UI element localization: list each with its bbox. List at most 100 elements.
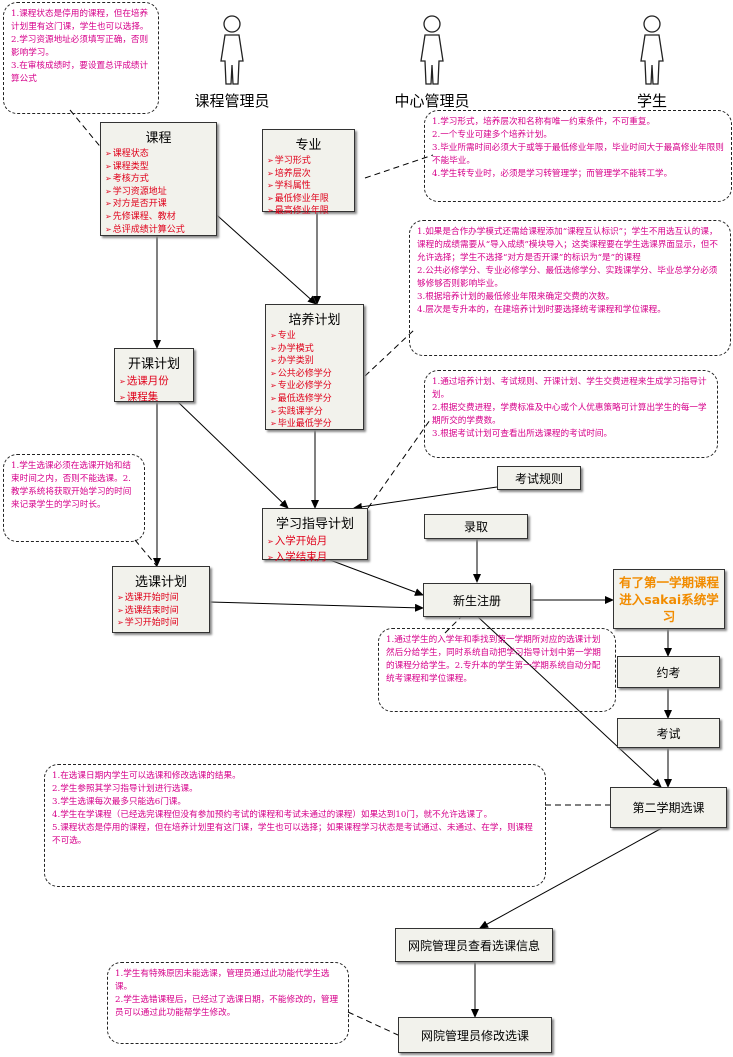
note-study-guide: 1.通过培养计划、考试规则、开课计划、学生交费进程来生成学习指导计划。 2.根据… (424, 370, 718, 458)
edge-second-view (479, 827, 663, 929)
field-item: 对方是否开课 (105, 198, 216, 211)
note-line: 4.学生转专业时，必须是学习转管理学；而管理学不能转工学。 (432, 169, 673, 179)
field-item: 课程状态 (105, 148, 216, 161)
actor-student: 学生 (604, 14, 700, 111)
book-exam-box: 约考 (617, 656, 720, 688)
note-line: 4.层次是专升本的，在建培养计划时要选择统考课程和学位课程。 (417, 305, 666, 315)
field-item: 考核方式 (105, 173, 216, 186)
edge-exam-guide (353, 486, 498, 511)
study-guide-entity: 学习指导计划 入学开始月 入学结束月 (262, 508, 368, 563)
field-list: 课程状态 课程类型 考核方式 学习资源地址 对方是否开课 先修课程、教材 总评成… (101, 148, 216, 236)
note-line: 2.根据交费进程，学费标准及中心或个人优惠策略可计算出学生的每一学期所交的学费数… (432, 403, 707, 426)
note-line: 3.学生选课每次最多只能选6门课。 (52, 797, 186, 807)
note-major: 1.学习形式，培养层次和名称有唯一约束条件，不可重复。 2.一个专业可建多个培养… (424, 110, 732, 202)
note-line: 1.学生有特殊原因未能选课，管理员通过此功能代学生选课。 (115, 969, 330, 992)
note-line: 2.一个专业可建多个培养计划。 (432, 130, 552, 140)
note-line: 2.学生参照其学习指导计划进行选课。 (52, 784, 198, 794)
actor-label: 课程管理员 (194, 92, 270, 110)
admission-box: 录取 (424, 514, 528, 539)
sakai-study-box: 有了第一学期课程进入sakai系统学习 (613, 569, 725, 629)
second-term-selection-box: 第二学期选课 (610, 787, 727, 828)
note-line: 3.根据考试计划可查看出所选课程的考试时间。 (432, 429, 613, 439)
entity-title: 选课计划 (134, 575, 187, 590)
edge-selection-register (209, 601, 424, 612)
field-item: 毕业最低学分 (270, 418, 363, 431)
view-selection-box: 网院管理员查看选课信息 (395, 928, 553, 962)
field-list: 选课月份 课程集 (115, 374, 193, 405)
note-selection-plan: 1.学生选课必须在选课开始和结束时间之内，否则不能选课。2.教学系统将获取开始学… (3, 454, 145, 542)
exam-rules-box: 考试规则 (497, 466, 581, 490)
actor-label: 中心管理员 (394, 92, 470, 110)
note-second-term: 1.在选课日期内学生可以选课和修改选课的结果。 2.学生参照其学习指导计划进行选… (44, 764, 546, 887)
field-item: 最高修业年限 (267, 205, 354, 218)
course-plan-entity: 开课计划 选课月份 课程集 (114, 348, 194, 405)
entity-title: 学习指导计划 (275, 517, 354, 532)
field-item: 最低选修学分 (270, 393, 363, 406)
note-training-plan: 1.如果是合作办学模式还需给课程添加“课程互认标识”；学生不用选互认的课，课程的… (409, 220, 731, 356)
field-item: 课程类型 (105, 161, 216, 174)
modify-selection-box: 网院管理员修改选课 (398, 1017, 552, 1053)
note-course: 1.课程状态是停用的课程，但在培养计划里有这门课，学生也可以选择。 2.学习资源… (3, 2, 159, 114)
entity-title: 开课计划 (127, 357, 180, 372)
anchor-n5 (134, 539, 161, 571)
actor-course-admin: 课程管理员 (184, 14, 280, 111)
note-line: 1.学生选课必须在选课开始和结束时间之内，否则不能选课。2.教学系统将获取开始学… (11, 461, 132, 510)
field-list: 选课开始时间 选课结束时间 学习开始时间 (113, 592, 209, 630)
stick-figure-icon (220, 15, 244, 85)
note-line: 3.根据培养计划的最低修业年限来确定交费的次数。 (417, 292, 615, 302)
edge-register-second (477, 616, 662, 788)
actor-label: 学生 (636, 92, 667, 110)
entity-title: 课程 (145, 131, 172, 146)
field-item: 学习开始时间 (117, 617, 209, 630)
anchor-n3 (364, 329, 415, 377)
anchor-n4 (367, 419, 431, 509)
note-registration: 1.通过学生的入学年和季找到第一学期所对应的选课计划然后分给学生，同时系统自动把… (378, 628, 616, 712)
note-modify: 1.学生有特殊原因未能选课，管理员通过此功能代学生选课。 2.学生选错课程后，已… (107, 962, 349, 1044)
edge-guide-register (329, 559, 424, 596)
field-list: 专业 办学模式 办学类别 公共必修学分 专业必修学分 最低选修学分 实践课学分 … (266, 330, 363, 431)
field-item: 办学类别 (270, 355, 363, 368)
stick-figure-icon (420, 15, 444, 85)
selection-plan-entity: 选课计划 选课开始时间 选课结束时间 学习开始时间 (112, 566, 210, 633)
note-line: 3.在审核成绩时，要设置总评成绩计算公式 (11, 61, 149, 84)
entity-title: 培养计划 (288, 313, 341, 328)
note-line: 1.在选课日期内学生可以选课和修改选课的结果。 (52, 771, 241, 781)
field-item: 选课结束时间 (117, 605, 209, 618)
anchor-n2 (364, 154, 434, 179)
field-item: 培养层次 (267, 168, 354, 181)
field-item: 办学模式 (270, 343, 363, 356)
field-item: 选课开始时间 (117, 592, 209, 605)
field-item: 入学开始月 (267, 534, 367, 550)
field-item: 课程集 (119, 390, 193, 406)
major-entity: 专业 学习形式 培养层次 学科属性 最低修业年限 最高修业年限 (262, 129, 355, 216)
actor-center-admin: 中心管理员 (384, 14, 480, 111)
field-item: 学科属性 (267, 180, 354, 193)
anchor-n6 (444, 613, 465, 634)
note-line: 5.课程状态是停用的课程，但在培养计划里有这门课，学生也可以选择；如果课程学习状… (52, 823, 533, 846)
field-item: 先修课程、教材 (105, 211, 216, 224)
field-item: 学习资源地址 (105, 186, 216, 199)
field-list: 学习形式 培养层次 学科属性 最低修业年限 最高修业年限 (263, 155, 354, 218)
anchor-n8 (347, 1011, 399, 1036)
stick-figure-icon (640, 15, 664, 85)
field-item: 选课月份 (119, 374, 193, 390)
entity-title: 专业 (295, 138, 322, 153)
anchor-n1 (69, 109, 104, 151)
note-line: 1.通过培养计划、考试规则、开课计划、学生交费进程来生成学习指导计划。 (432, 377, 707, 400)
training-plan-entity: 培养计划 专业 办学模式 办学类别 公共必修学分 专业必修学分 最低选修学分 实… (265, 304, 364, 430)
note-line: 4.学生在学课程（已经选完课程但没有参加预约考试的课程和考试未通过的课程）如果达… (52, 810, 493, 820)
note-line: 2.学习资源地址必须填写正确，否则影响学习。 (11, 35, 149, 58)
note-line: 1.通过学生的入学年和季找到第一学期所对应的选课计划然后分给学生，同时系统自动把… (386, 635, 601, 684)
field-item: 实践课学分 (270, 406, 363, 419)
note-line: 2.公共必修学分、专业必修学分、最低选修学分、实践课学分、毕业总学分必须够修够否… (417, 266, 718, 289)
note-line: 1.如果是合作办学模式还需给课程添加“课程互认标识”；学生不用选互认的课，课程的… (417, 227, 718, 263)
note-line: 1.学习形式，培养层次和名称有唯一约束条件，不可重复。 (432, 117, 656, 127)
course-entity: 课程 课程状态 课程类型 考核方式 学习资源地址 对方是否开课 先修课程、教材 … (100, 122, 217, 236)
field-item: 专业 (270, 330, 363, 343)
field-item: 专业必修学分 (270, 380, 363, 393)
field-item: 入学结束月 (267, 550, 367, 566)
note-line: 1.课程状态是停用的课程，但在培养计划里有这门课，学生也可以选择。 (11, 9, 149, 32)
field-item: 最低修业年限 (267, 193, 354, 206)
